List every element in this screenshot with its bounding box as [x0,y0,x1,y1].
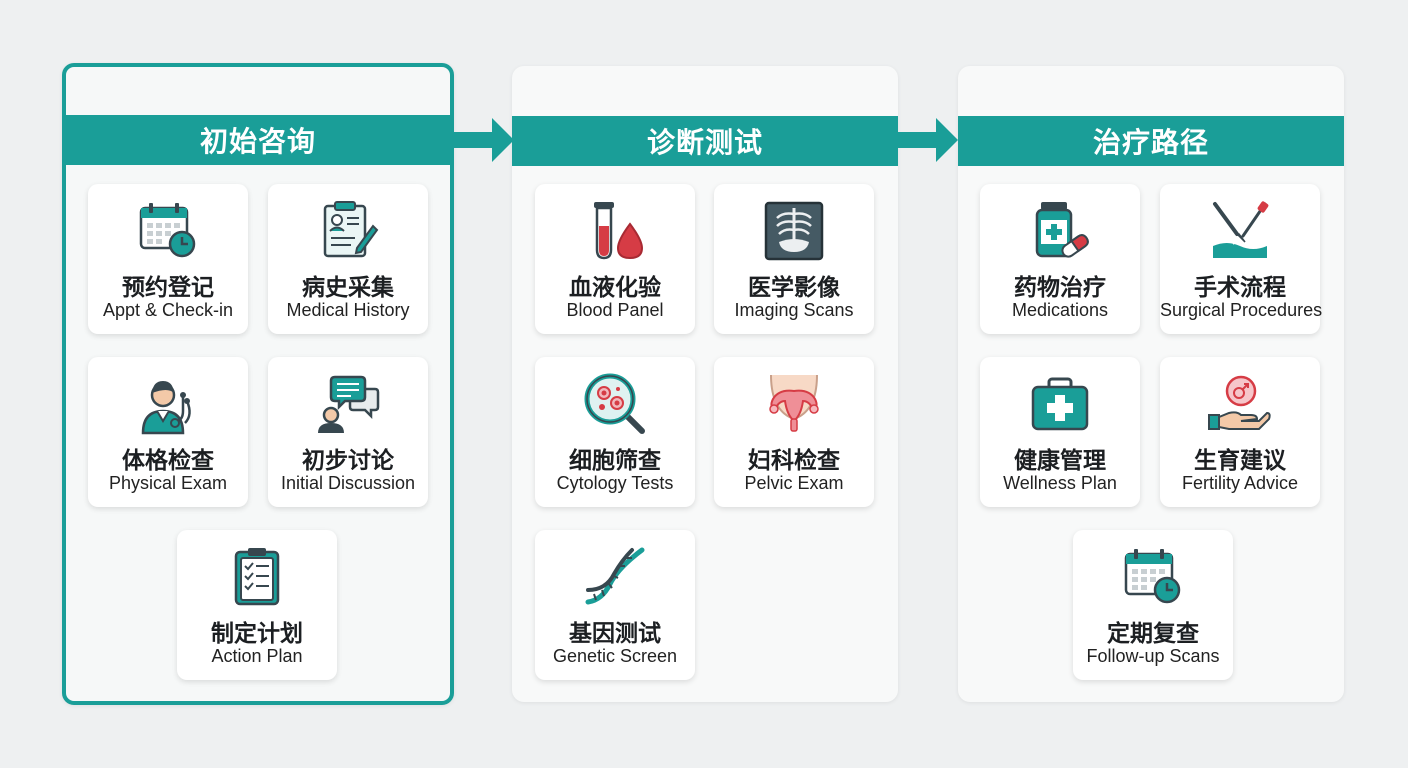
card-medications[interactable]: 药物治疗 Medications [980,184,1140,334]
card-pelvic-exam[interactable]: 妇科检查 Pelvic Exam [714,357,874,507]
card-title-en: Follow-up Scans [1086,646,1220,666]
flow-arrow-icon [452,118,514,162]
card-physical-exam[interactable]: 体格检查 Physical Exam [88,357,248,507]
microscope-cell-icon [584,373,645,434]
card-medical-history[interactable]: 病史采集 Medical History [268,184,428,334]
card-title-cn: 基因测试 [569,621,661,647]
card-title-cn: 妇科检查 [748,448,840,474]
dna-icon [585,547,645,605]
card-appt-checkin[interactable]: 预约登记 Appt & Check-in [88,184,248,334]
card-title-en: Fertility Advice [1181,473,1299,493]
card-title-en: Blood Panel [566,300,664,320]
first-aid-kit-icon [1031,377,1089,431]
xray-icon [764,201,824,261]
card-title-cn: 制定计划 [211,621,303,647]
card-title-en: Cytology Tests [556,473,674,493]
card-title-en: Pelvic Exam [744,473,844,493]
uterus-icon [769,374,819,432]
chat-icon [318,375,380,433]
card-title-en: Wellness Plan [1003,473,1117,493]
card-genetic-screen[interactable]: 基因测试 Genetic Screen [535,530,695,680]
stage-title: 初始咨询 [62,115,454,165]
card-title-cn: 手术流程 [1194,275,1286,301]
flow-arrow-icon [896,118,958,162]
card-initial-discussion[interactable]: 初步讨论 Initial Discussion [268,357,428,507]
card-blood-panel[interactable]: 血液化验 Blood Panel [535,184,695,334]
calendar-icon [139,203,196,258]
card-title-en: Medical History [286,300,410,320]
checklist-icon [234,548,280,606]
doctor-icon [141,381,191,435]
card-title-en: Genetic Screen [552,646,678,666]
card-fertility-advice[interactable]: 生育建议 Fertility Advice [1160,357,1320,507]
blood-tube-icon [594,202,644,260]
card-title-cn: 体格检查 [122,448,214,474]
fertility-hand-icon [1208,375,1271,430]
card-title-cn: 药物治疗 [1014,275,1106,301]
card-title-en: Surgical Procedures [1160,300,1323,320]
card-title-cn: 医学影像 [748,275,840,301]
card-title-cn: 病史采集 [302,275,394,301]
card-title-en: Appt & Check-in [102,300,234,320]
card-title-cn: 健康管理 [1014,448,1106,474]
card-title-en: Action Plan [211,646,303,666]
calendar-clock-icon [1124,549,1181,604]
card-title-cn: 定期复查 [1107,621,1199,647]
card-title-cn: 血液化验 [569,275,661,301]
card-title-en: Physical Exam [108,473,228,493]
card-imaging-scans[interactable]: 医学影像 Imaging Scans [714,184,874,334]
card-title-cn: 生育建议 [1194,448,1286,474]
card-title-cn: 细胞筛查 [569,448,661,474]
card-title-cn: 预约登记 [122,275,214,301]
card-title-cn: 初步讨论 [302,448,394,474]
card-surgical-procedures[interactable]: 手术流程 Surgical Procedures [1160,184,1323,334]
card-title-en: Initial Discussion [280,473,416,493]
stage-title: 诊断测试 [512,116,898,166]
card-wellness-plan[interactable]: 健康管理 Wellness Plan [980,357,1140,507]
scalpel-icon [1213,201,1269,258]
card-action-plan[interactable]: 制定计划 Action Plan [177,530,337,680]
medication-icon [1035,202,1089,258]
clipboard-icon [323,201,379,258]
card-title-en: Medications [1011,300,1109,320]
card-follow-up-scans[interactable]: 定期复查 Follow-up Scans [1073,530,1233,680]
card-title-en: Imaging Scans [734,300,854,320]
stage-title: 治疗路径 [958,116,1344,166]
card-cytology-tests[interactable]: 细胞筛查 Cytology Tests [535,357,695,507]
